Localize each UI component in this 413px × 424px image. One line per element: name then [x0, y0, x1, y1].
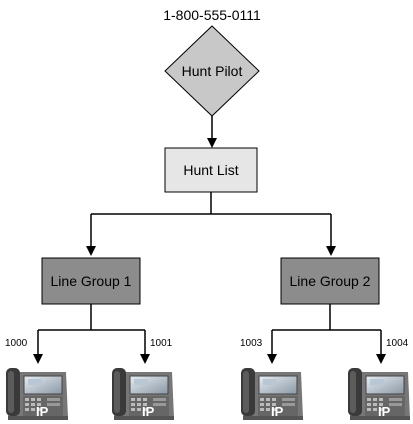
ip-phone-icon: IP — [240, 367, 304, 421]
extension-label-1004: 1004 — [386, 338, 409, 349]
line-group-1-label: Line Group 1 — [51, 273, 132, 289]
extension-label-1001: 1001 — [150, 338, 173, 349]
phone-badge: IP — [271, 404, 284, 419]
line-group-2-box — [280, 257, 380, 305]
ip-phone-icon: IP — [347, 367, 411, 421]
ip-phone-icon: IP — [5, 367, 69, 421]
pilot-number: 1-800-555-0111 — [163, 7, 261, 23]
hunt-pilot-label: Hunt Pilot — [182, 63, 243, 79]
line-group-2-label: Line Group 2 — [290, 273, 371, 289]
extension-label-1000: 1000 — [5, 338, 28, 349]
phone-badge: IP — [378, 404, 391, 419]
phone-badge: IP — [142, 404, 155, 419]
line-group-1-box — [41, 257, 141, 305]
hunt-list-box — [164, 147, 258, 193]
hunt-list-label: Hunt List — [183, 162, 238, 178]
phone-badge: IP — [36, 404, 49, 419]
extension-label-1003: 1003 — [240, 338, 263, 349]
ip-phone-icon: IP — [111, 367, 175, 421]
